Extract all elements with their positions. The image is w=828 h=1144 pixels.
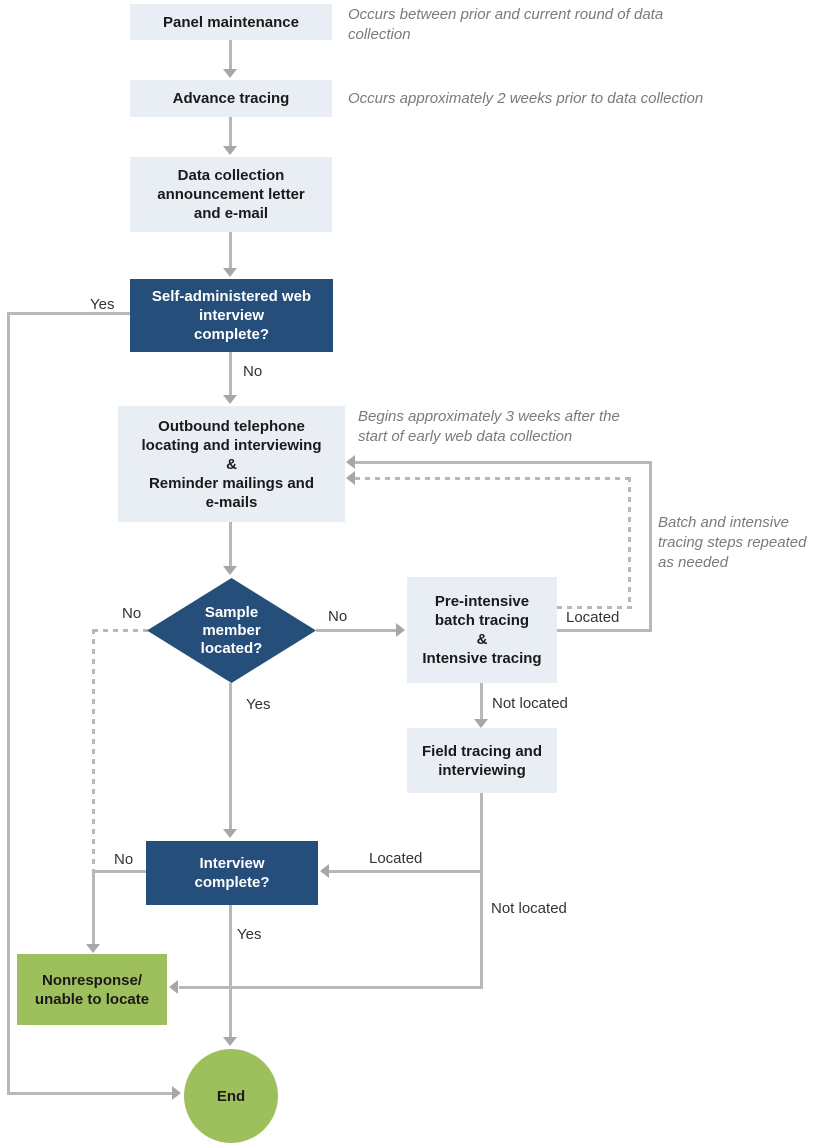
node-interview-complete: Interview complete?	[146, 841, 318, 905]
arrowhead-down-icon	[223, 69, 237, 78]
edge-label-sample-yes: Yes	[246, 696, 271, 713]
connector-batch-notlocated-to-field	[480, 683, 483, 720]
edge-label-interview-located: Located	[369, 850, 423, 867]
connector-sample-no-to-batch	[316, 629, 396, 632]
connector-outbound-to-diamond	[229, 522, 232, 567]
note-outbound-timing: Begins approximately 3 weeks after the s…	[358, 408, 620, 445]
connector-repeat-dashed-vertical	[628, 477, 631, 609]
edge-label-sample-no-left: No	[122, 605, 142, 622]
edge-label-interview-yes: Yes	[237, 926, 262, 943]
node-web-interview-complete: Self-administered web interview complete…	[130, 279, 333, 352]
arrowhead-down-icon	[474, 719, 488, 728]
edge-label-interview-no: No	[114, 851, 134, 868]
arrowhead-down-icon	[223, 395, 237, 404]
note-repeat-as-needed: Batch and intensive tracing steps repeat…	[658, 514, 807, 571]
connector-sample-no-dashed-horizontal	[93, 629, 148, 632]
edge-label-batch-not-located: Not located	[492, 695, 568, 712]
connector-web-no-to-outbound	[229, 352, 232, 396]
connector-batch-located-horizontal	[557, 629, 652, 632]
connector-field-located-to-interview	[329, 870, 481, 873]
arrowhead-down-icon	[223, 829, 237, 838]
node-outbound-telephone: Outbound telephone locating and intervie…	[118, 406, 345, 522]
connector-notlocated-to-nonresponse	[179, 986, 482, 989]
node-advance-tracing: Advance tracing	[130, 80, 332, 117]
edge-label-field-not-located: Not located	[491, 900, 567, 917]
edge-label-batch-located: Located	[566, 609, 620, 626]
connector-web-yes-vertical	[7, 312, 10, 1094]
connector-sample-no-dashed-vertical	[92, 629, 95, 869]
arrowhead-right-icon	[172, 1086, 181, 1100]
connector-repeat-dashed-horizontal	[557, 606, 632, 609]
connector-interview-no	[93, 870, 147, 873]
note-advance-tracing: Occurs approximately 2 weeks prior to da…	[348, 90, 704, 107]
connector-batch-located-return	[355, 461, 651, 464]
arrowhead-down-icon	[223, 566, 237, 575]
arrowhead-down-icon	[86, 944, 100, 953]
arrowhead-down-icon	[223, 146, 237, 155]
arrowhead-right-icon	[396, 623, 405, 637]
connector-repeat-dashed-return	[355, 477, 631, 480]
node-sample-member-located: Sample member located?	[147, 578, 316, 683]
node-nonresponse: Nonresponse/ unable to locate	[17, 954, 167, 1025]
node-panel-maintenance: Panel maintenance	[130, 4, 332, 40]
edge-label-web-no: No	[243, 363, 263, 380]
arrowhead-down-icon	[223, 268, 237, 277]
connector-web-yes-horizontal	[7, 312, 130, 315]
connector-batch-located-vertical	[649, 461, 652, 632]
node-field-tracing: Field tracing and interviewing	[407, 728, 557, 793]
edge-label-sample-no-right: No	[328, 608, 348, 625]
connector-diamond-yes-to-interview	[229, 683, 232, 830]
arrowhead-left-icon	[346, 455, 355, 469]
arrowhead-left-icon	[320, 864, 329, 878]
edge-label-web-yes: Yes	[90, 296, 115, 313]
connector-web-yes-to-end	[7, 1092, 173, 1095]
connector-announcement-to-web	[229, 232, 232, 269]
note-panel-maintenance: Occurs between prior and current round o…	[348, 6, 664, 43]
node-announcement-letter: Data collection announcement letter and …	[130, 157, 332, 232]
node-end: End	[184, 1049, 278, 1143]
connector-advance-to-announcement	[229, 117, 232, 147]
node-batch-intensive-tracing: Pre-intensive batch tracing & Intensive …	[407, 577, 557, 683]
connector-field-vertical	[480, 793, 483, 989]
arrowhead-down-icon	[223, 1037, 237, 1046]
connector-interview-yes-to-end	[229, 905, 232, 1038]
connector-panel-to-advance	[229, 40, 232, 70]
arrowhead-left-icon	[346, 471, 355, 485]
connector-no-to-nonresponse	[92, 869, 95, 944]
arrowhead-left-icon	[169, 980, 178, 994]
